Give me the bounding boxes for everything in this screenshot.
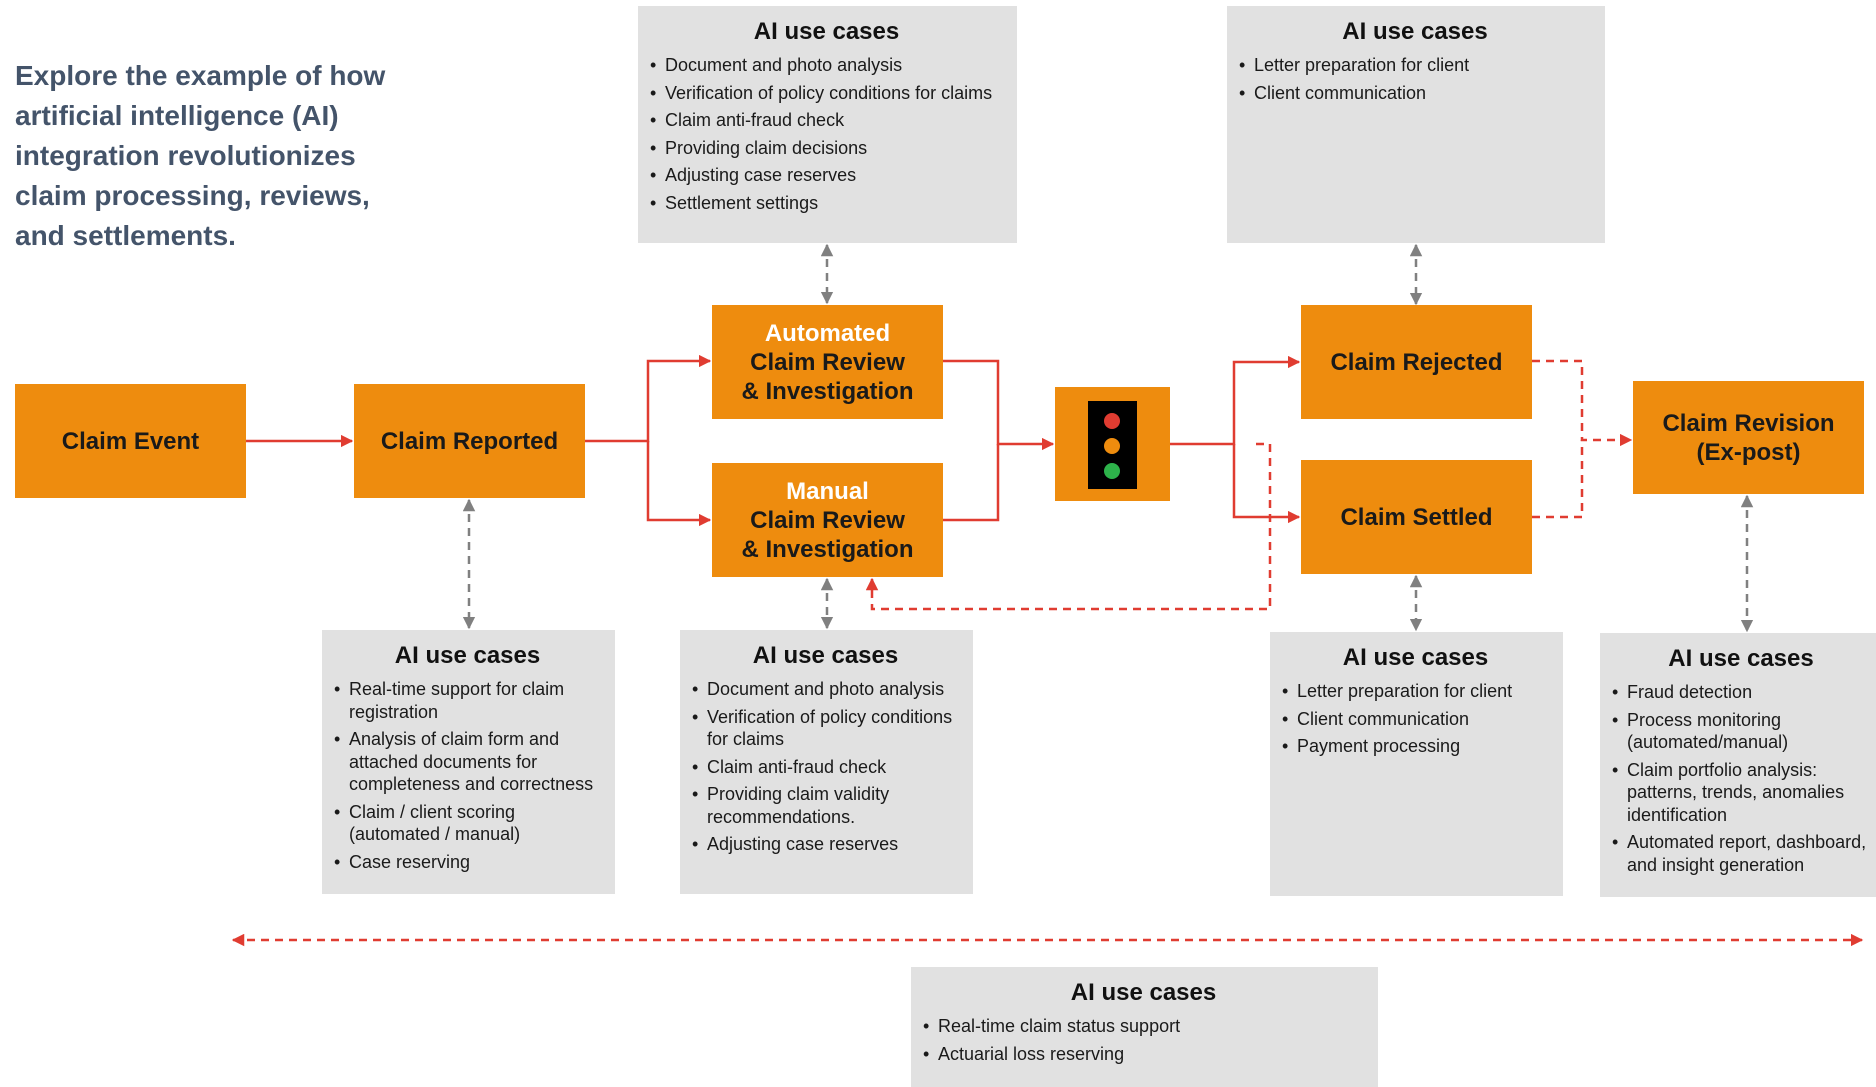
- ai-box-revision: AI use cases Fraud detection Process mon…: [1600, 633, 1876, 897]
- node-claim-event-label: Claim Event: [61, 427, 200, 455]
- arrow-manual-to-decision: [943, 444, 1000, 522]
- node-automated-review-line-3: & Investigation: [741, 377, 914, 405]
- ai-use-case-list: Real-time claim status support Actuarial…: [921, 1015, 1366, 1065]
- intro-line-2: artificial intelligence (AI): [15, 100, 339, 131]
- list-item: Document and photo analysis: [648, 54, 1005, 77]
- node-claim-reported: Claim Reported: [354, 384, 585, 498]
- intro-line-4: claim processing, reviews,: [15, 180, 370, 211]
- list-item: Verification of policy conditions for cl…: [690, 706, 961, 751]
- ai-use-case-list: Real-time support for claim registration…: [332, 678, 603, 873]
- ai-box-title: AI use cases: [1342, 18, 1488, 45]
- list-item: Settlement settings: [648, 192, 1005, 215]
- arrow-reported-to-manual: [646, 441, 712, 527]
- ai-box-title: AI use cases: [752, 642, 899, 669]
- node-manual-review-line-2: Claim Review: [750, 506, 905, 534]
- ai-box-automated: AI use cases Document and photo analysis…: [638, 6, 1017, 243]
- list-item: Providing claim validity recommendations…: [690, 783, 961, 828]
- node-claim-settled-label: Claim Settled: [1340, 503, 1493, 531]
- list-item: Actuarial loss reserving: [921, 1043, 1366, 1066]
- ai-box-title: AI use cases: [394, 642, 541, 669]
- list-item: Real-time claim status support: [921, 1015, 1366, 1038]
- node-claim-revision-line-1: Claim Revision: [1662, 409, 1835, 437]
- decision-traffic-light-icon: [1055, 387, 1170, 501]
- list-item: Process monitoring (automated/manual): [1610, 709, 1872, 754]
- ai-box-rejected: AI use cases Letter preparation for clie…: [1227, 6, 1605, 243]
- list-item: Letter preparation for client: [1280, 680, 1551, 703]
- list-item: Adjusting case reserves: [690, 833, 961, 856]
- list-item: Claim / client scoring (automated / manu…: [332, 801, 603, 846]
- arrow-decision-to-settled: [1232, 444, 1301, 524]
- ai-box-settled: AI use cases Letter preparation for clie…: [1270, 632, 1563, 896]
- ai-box-manual: AI use cases Document and photo analysis…: [680, 630, 973, 894]
- ai-box-title: AI use cases: [753, 18, 900, 45]
- arrow-decision-to-rejected: [1170, 355, 1301, 446]
- arrow-reported-to-automated: [585, 354, 712, 443]
- list-item: Automated report, dashboard, and insight…: [1610, 831, 1872, 876]
- list-item: Claim portfolio analysis: patterns, tren…: [1610, 759, 1872, 827]
- ai-use-case-list: Fraud detection Process monitoring (auto…: [1610, 681, 1872, 876]
- list-item: Providing claim decisions: [648, 137, 1005, 160]
- node-manual-review: Manual Claim Review & Investigation: [712, 463, 943, 577]
- list-item: Case reserving: [332, 851, 603, 874]
- list-item: Fraud detection: [1610, 681, 1872, 704]
- red-light-icon: [1104, 413, 1120, 429]
- list-item: Client communication: [1237, 82, 1593, 105]
- arrow-settled-to-revision: [1532, 440, 1584, 519]
- node-claim-reported-label: Claim Reported: [380, 427, 559, 455]
- green-light-icon: [1104, 463, 1120, 479]
- list-item: Letter preparation for client: [1237, 54, 1593, 77]
- ai-box-title: AI use cases: [1342, 644, 1489, 671]
- node-manual-review-line-1: Manual: [786, 477, 869, 505]
- node-claim-event: Claim Event: [15, 384, 246, 498]
- list-item: Real-time support for claim registration: [332, 678, 603, 723]
- list-item: Client communication: [1280, 708, 1551, 731]
- ai-use-case-list: Document and photo analysis Verification…: [648, 54, 1005, 214]
- list-item: Adjusting case reserves: [648, 164, 1005, 187]
- ai-box-title: AI use cases: [1070, 979, 1217, 1006]
- list-item: Analysis of claim form and attached docu…: [332, 728, 603, 796]
- list-item: Claim anti-fraud check: [648, 109, 1005, 132]
- ai-use-case-list: Letter preparation for client Client com…: [1280, 680, 1551, 758]
- node-automated-review-line-2: Claim Review: [750, 348, 905, 376]
- traffic-light-housing: [1088, 401, 1137, 489]
- list-item: Payment processing: [1280, 735, 1551, 758]
- intro-line-1: Explore the example of how: [15, 60, 386, 91]
- ai-use-case-list: Letter preparation for client Client com…: [1237, 54, 1593, 104]
- list-item: Claim anti-fraud check: [690, 756, 961, 779]
- node-claim-revision: Claim Revision (Ex-post): [1633, 381, 1864, 494]
- intro-text: Explore the example of how artificial in…: [15, 56, 435, 256]
- node-claim-rejected-label: Claim Rejected: [1330, 348, 1503, 376]
- node-claim-settled: Claim Settled: [1301, 460, 1532, 574]
- ai-use-case-list: Document and photo analysis Verification…: [690, 678, 961, 856]
- ai-box-reported: AI use cases Real-time support for claim…: [322, 630, 615, 894]
- node-claim-rejected: Claim Rejected: [1301, 305, 1532, 419]
- intro-line-3: integration revolutionizes: [15, 140, 356, 171]
- arrow-automated-to-decision: [943, 359, 1055, 451]
- ai-box-general: AI use cases Real-time claim status supp…: [911, 967, 1378, 1087]
- node-manual-review-line-3: & Investigation: [741, 535, 914, 563]
- node-automated-review-line-1: Automated: [764, 319, 891, 347]
- node-automated-review: Automated Claim Review & Investigation: [712, 305, 943, 419]
- amber-light-icon: [1104, 438, 1120, 454]
- list-item: Verification of policy conditions for cl…: [648, 82, 1005, 105]
- ai-box-title: AI use cases: [1668, 645, 1814, 672]
- node-claim-revision-line-2: (Ex-post): [1696, 438, 1801, 466]
- arrow-rejected-to-revision: [1532, 359, 1633, 447]
- list-item: Document and photo analysis: [690, 678, 961, 701]
- intro-line-5: and settlements.: [15, 220, 236, 251]
